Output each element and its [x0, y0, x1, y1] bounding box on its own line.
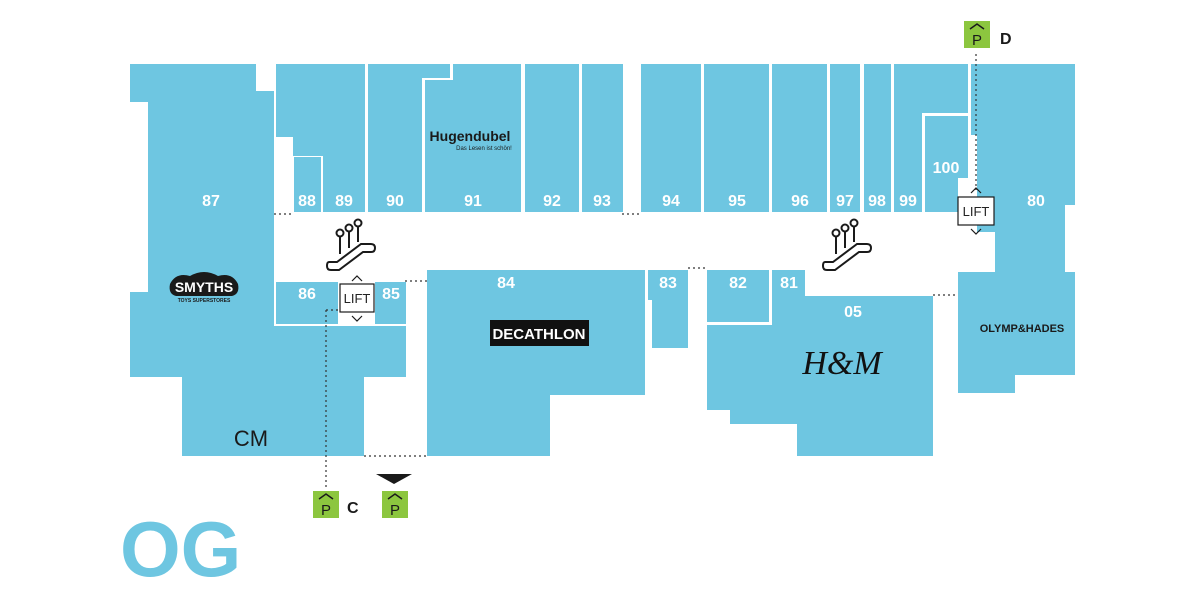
unit-89[interactable]	[276, 64, 365, 212]
brand-hugendubel: Hugendubel Das Lesen ist schön!	[430, 128, 513, 152]
unit-85[interactable]	[375, 282, 406, 324]
unit-86[interactable]	[276, 282, 338, 324]
unit-80[interactable]	[971, 64, 1075, 272]
parking-glyph: P	[390, 502, 400, 519]
label-82: 82	[729, 275, 747, 292]
smyths-logo-shape	[169, 272, 239, 296]
label-84: 84	[497, 275, 515, 292]
label-93: 93	[593, 193, 611, 210]
unit-83[interactable]	[648, 270, 688, 348]
unit-numbers: 87 88 89 90 91 92 93 94 95 96 97 98 99 1…	[202, 160, 1045, 321]
label-87: 87	[202, 193, 220, 210]
decathlon-logo-box	[490, 320, 589, 346]
label-95: 95	[728, 193, 746, 210]
unit-82[interactable]	[707, 270, 769, 322]
unit-91[interactable]	[425, 64, 521, 212]
hm-logo: H&M	[801, 345, 883, 382]
label-88: 88	[298, 193, 316, 210]
cm-logo: CM	[234, 426, 268, 451]
unit-95[interactable]	[704, 64, 769, 212]
unit-98[interactable]	[864, 64, 891, 212]
parking-c[interactable]: P C	[313, 491, 359, 519]
unit-92[interactable]	[525, 64, 579, 212]
parking-icon	[964, 21, 990, 48]
smyths-tagline: TOYS SUPERSTORES	[178, 298, 231, 304]
lift-down-arrow-icon	[351, 315, 363, 322]
floor-label: OG	[120, 505, 241, 593]
label-90: 90	[386, 193, 404, 210]
unit-93[interactable]	[582, 64, 623, 212]
unit-90[interactable]	[368, 64, 450, 212]
decathlon-logo: DECATHLON	[492, 326, 585, 343]
label-100: 100	[933, 160, 960, 177]
lift-left[interactable]: LIFT	[339, 275, 375, 322]
lift-down-arrow-icon	[970, 228, 982, 235]
unit-87[interactable]	[130, 64, 274, 377]
unit-cm[interactable]	[180, 326, 406, 456]
escalator-icon	[821, 218, 873, 271]
hugendubel-logo: Hugendubel	[430, 128, 511, 144]
escalator-icon	[325, 218, 377, 271]
label-89: 89	[335, 193, 353, 210]
lift-up-arrow-icon	[351, 275, 363, 282]
parking-icon	[382, 491, 408, 518]
unit-94[interactable]	[641, 64, 701, 212]
unit-99[interactable]	[894, 64, 968, 212]
parking-glyph: P	[972, 32, 982, 49]
unit-100[interactable]	[925, 116, 968, 212]
olymp-hades-logo: OLYMP&HADES	[980, 323, 1065, 335]
label-94: 94	[662, 193, 680, 210]
unit-84[interactable]	[427, 270, 645, 456]
label-85: 85	[382, 286, 400, 303]
unit-96[interactable]	[772, 64, 827, 212]
label-83: 83	[659, 275, 677, 292]
lift-up-arrow-icon	[970, 187, 982, 194]
label-05: 05	[844, 304, 862, 321]
label-99: 99	[899, 193, 917, 210]
label-91: 91	[464, 193, 482, 210]
label-81: 81	[780, 275, 798, 292]
brand-smyths: SMYTHS TOYS SUPERSTORES	[169, 272, 239, 304]
label-86: 86	[298, 286, 316, 303]
label-80: 80	[1027, 193, 1045, 210]
parking-label-d: D	[1000, 31, 1012, 48]
label-97: 97	[836, 193, 854, 210]
label-92: 92	[543, 193, 561, 210]
unit-88[interactable]	[294, 157, 321, 212]
label-98: 98	[868, 193, 886, 210]
parking-icon	[313, 491, 339, 518]
lift-right[interactable]: LIFT	[957, 187, 995, 235]
unit-05[interactable]	[707, 296, 933, 456]
lift-label: LIFT	[344, 291, 371, 306]
parking-entrance[interactable]: P	[376, 474, 412, 519]
parking-d[interactable]: P D	[964, 21, 1012, 49]
brand-decathlon: DECATHLON	[490, 320, 589, 346]
unit-97[interactable]	[830, 64, 860, 212]
lift-label: LIFT	[963, 204, 990, 219]
hugendubel-tagline: Das Lesen ist schön!	[456, 146, 512, 152]
parking-label-c: C	[347, 500, 359, 517]
label-96: 96	[791, 193, 809, 210]
unit-olymp-hades[interactable]	[958, 272, 1075, 393]
parking-glyph: P	[321, 502, 331, 519]
smyths-logo: SMYTHS	[175, 279, 233, 295]
entrance-arrow-icon	[376, 474, 412, 484]
dotted-boundaries	[274, 54, 977, 490]
